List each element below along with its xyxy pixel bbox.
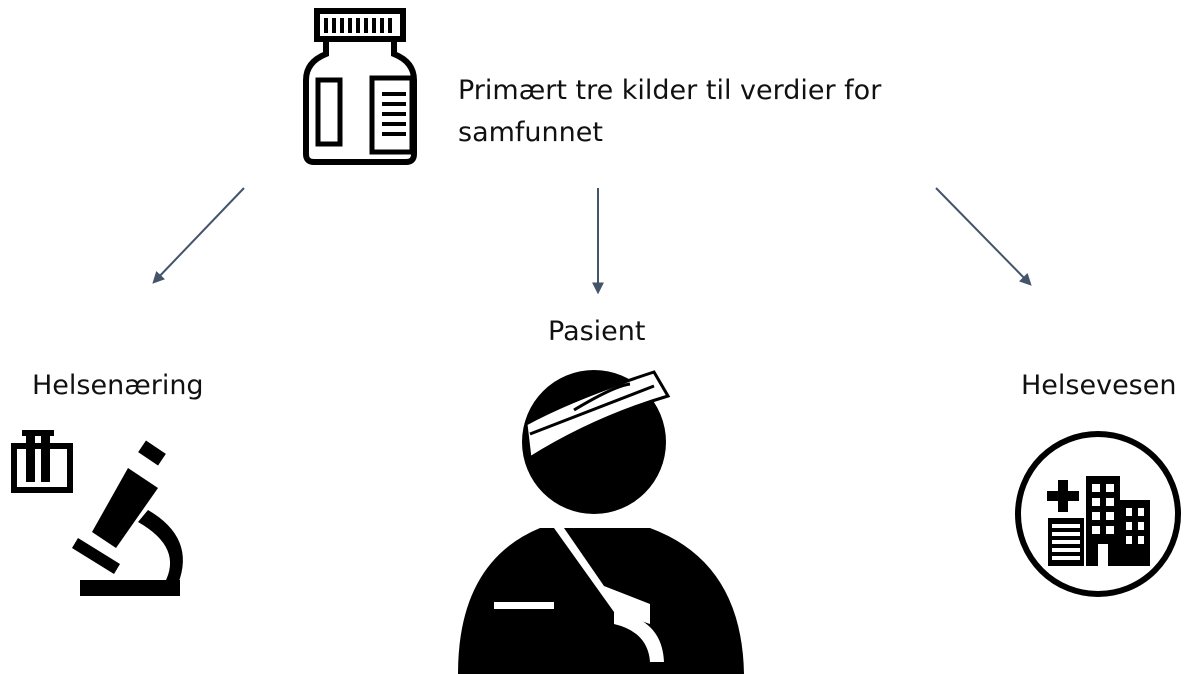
arrow-to-helsenaering	[152, 187, 245, 284]
hospital-icon	[1015, 431, 1181, 597]
pasient-label: Pasient	[548, 316, 646, 347]
microscope-icon	[11, 430, 183, 596]
medicine-bottle-icon	[303, 8, 417, 165]
diagram-title: Primært tre kilder til verdier for samfu…	[458, 70, 881, 154]
diagram-title-line1: Primært tre kilder til verdier for	[458, 75, 882, 106]
injured-patient-icon	[458, 370, 744, 674]
helsevesen-label: Helsevesen	[1021, 370, 1177, 401]
diagram-title-line2: samfunnet	[458, 117, 603, 148]
arrow-to-helsevesen	[935, 187, 1032, 286]
helsenaering-label: Helsenæring	[32, 370, 204, 401]
